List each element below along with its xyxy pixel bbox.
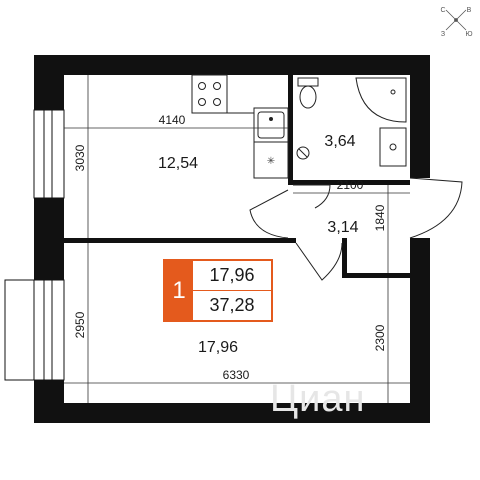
window-left-lower xyxy=(4,279,65,381)
svg-text:✳: ✳ xyxy=(267,156,275,167)
compass-icon xyxy=(445,9,467,31)
compass-north: С xyxy=(440,7,445,14)
dim-kitchen-width: 4140 xyxy=(159,113,186,127)
dim-room-height: 2950 xyxy=(73,311,87,338)
dim-total-width: 6330 xyxy=(223,368,250,382)
badge-living-area: 17,96 xyxy=(193,261,271,291)
shower xyxy=(355,77,407,123)
hall-area: 3,14 xyxy=(327,219,358,236)
dimension-lines xyxy=(64,75,410,403)
compass-south: Ю xyxy=(465,31,472,38)
interior-walls xyxy=(64,75,410,278)
rooms-count: 1 xyxy=(165,261,193,320)
stove xyxy=(191,74,228,114)
kitchen-sink xyxy=(253,107,289,143)
kitchen-area: 12,54 xyxy=(158,155,198,172)
door-entrance xyxy=(409,177,463,239)
door-kitchen xyxy=(249,189,289,239)
toilet xyxy=(297,77,319,109)
door-room xyxy=(295,242,343,281)
compass-east: В xyxy=(467,7,472,14)
door-bathroom xyxy=(293,184,331,209)
dim-kitchen-height: 3030 xyxy=(73,144,87,171)
window-left-upper xyxy=(33,109,65,199)
dim-bath-width: 2100 xyxy=(337,178,364,192)
washbasin xyxy=(379,127,407,167)
living-room-area: 17,96 xyxy=(198,339,238,356)
watermark-logo: Циан xyxy=(270,378,366,420)
dim-hall-height: 1840 xyxy=(373,204,387,231)
dim-right-height: 2300 xyxy=(373,324,387,351)
apartment-summary-badge: 1 17,96 37,28 xyxy=(163,259,273,322)
compass-west: З xyxy=(441,31,445,38)
fridge: ✳ xyxy=(253,141,289,179)
bathroom-area: 3,64 xyxy=(324,133,355,150)
washer xyxy=(296,146,310,160)
badge-total-area: 37,28 xyxy=(209,295,255,315)
